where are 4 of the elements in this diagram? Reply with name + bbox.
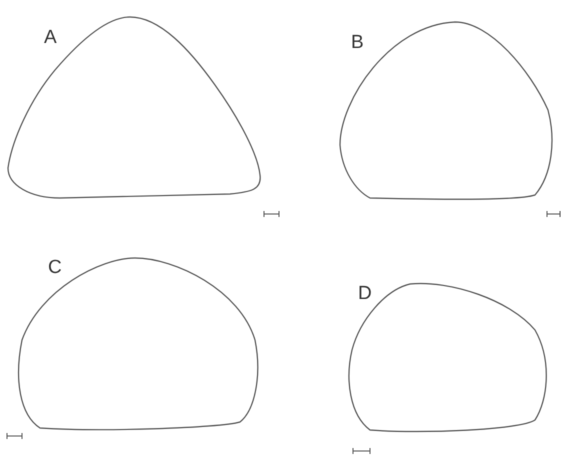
panel-label: D	[358, 284, 372, 303]
panel-label: B	[351, 33, 364, 52]
panel-label: A	[44, 28, 57, 47]
panel-label: C	[48, 258, 62, 277]
